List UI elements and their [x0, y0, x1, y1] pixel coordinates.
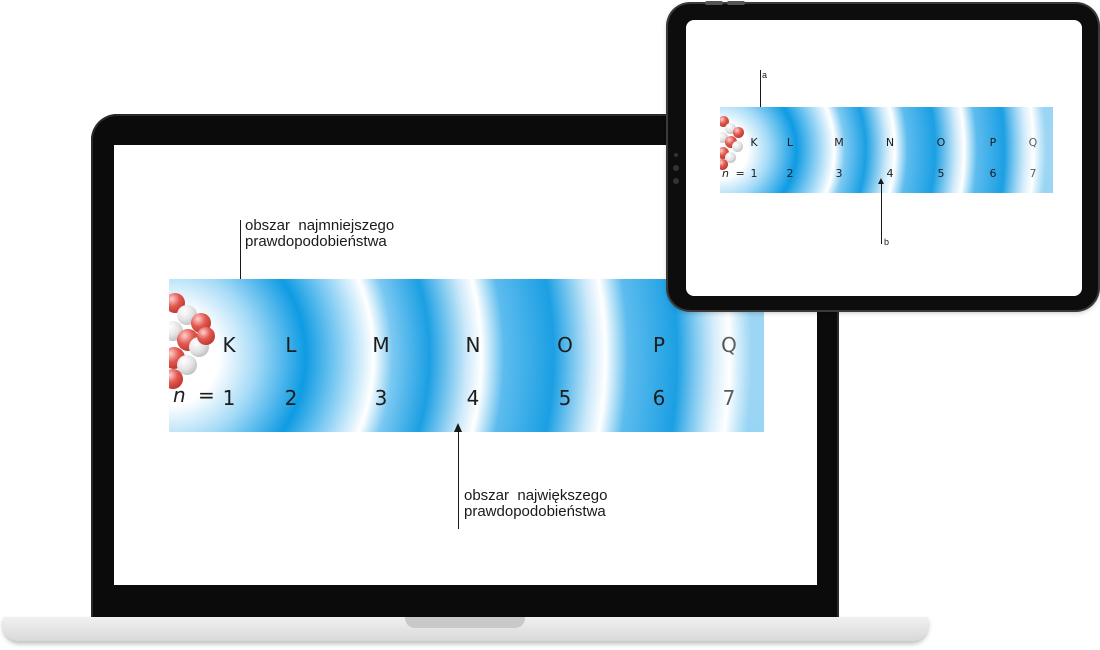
shell-number-6: 6: [652, 386, 666, 410]
neutron: [725, 123, 736, 134]
neutron: [177, 355, 197, 375]
neutron: [720, 132, 728, 143]
marker-a: a: [762, 70, 768, 80]
tablet-camera: [674, 153, 678, 157]
arrow-most-line: [458, 431, 459, 529]
tablet-button: [727, 1, 745, 5]
callout-least-line2: prawdopodobieństwa: [245, 232, 387, 250]
tablet-n-equals-label: n =: [722, 167, 745, 180]
proton: [720, 116, 729, 127]
shell-number-5: 5: [558, 386, 572, 410]
n-equals-label: n =: [173, 383, 215, 407]
shell-number-3: 3: [835, 167, 843, 180]
shell-letter-q: Q: [721, 333, 737, 357]
callout-least-probability: obszar najmniejszego prawdopodobieństwa: [245, 218, 394, 250]
proton: [191, 313, 211, 333]
arrow-most-head: [454, 423, 462, 432]
neutron: [732, 141, 743, 152]
shell-letter-n: N: [885, 136, 895, 149]
neutron: [177, 305, 197, 325]
proton: [197, 327, 215, 345]
proton: [169, 369, 183, 389]
proton: [169, 293, 185, 313]
marker-b-line: [881, 184, 882, 244]
laptop-diagram: obszar najmniejszego prawdopodobieństwa …: [114, 145, 817, 585]
shell-number-3: 3: [374, 386, 388, 410]
shell-letter-o: O: [936, 136, 946, 149]
proton: [720, 159, 728, 170]
callout-most-line1: obszar największego: [464, 487, 608, 504]
marker-b: b: [884, 237, 890, 247]
equals-sign: =: [735, 167, 745, 180]
proton: [177, 329, 199, 351]
shell-letter-q: Q: [1028, 136, 1038, 149]
shell-letter-k: K: [750, 136, 758, 149]
arrow-least-line: [240, 220, 241, 318]
nucleus: [169, 293, 219, 389]
tablet-button: [705, 1, 723, 5]
n-symbol: n: [173, 383, 186, 407]
proton: [720, 147, 729, 159]
shell-number-1: 1: [222, 386, 236, 410]
shell-number-7: 7: [722, 386, 736, 410]
callout-most-line2: prawdopodobieństwa: [464, 502, 606, 520]
neutron: [725, 152, 736, 163]
tablet-camera: [673, 178, 679, 184]
equals-sign: =: [198, 383, 215, 407]
marker-b-head: [878, 178, 884, 184]
nucleus: [720, 116, 749, 170]
shell-letter-l: L: [285, 333, 297, 357]
shell-letter-m: M: [834, 136, 844, 149]
shell-number-7: 7: [1029, 167, 1037, 180]
shell-number-6: 6: [989, 167, 997, 180]
shell-number-5: 5: [937, 167, 945, 180]
probability-band: K 1 L 2 M 3 N 4 O 5 P 6 Q 7 n =: [169, 279, 764, 432]
shell-letter-p: P: [652, 333, 666, 357]
shell-number-2: 2: [284, 386, 298, 410]
shell-letter-n: N: [465, 333, 481, 357]
neutron: [189, 337, 209, 357]
shell-letter-m: M: [372, 333, 390, 357]
tablet-camera: [673, 165, 679, 171]
n-symbol: n: [722, 167, 729, 180]
callout-least-line1: obszar najmniejszego: [245, 217, 395, 234]
shell-number-2: 2: [786, 167, 794, 180]
shell-number-1: 1: [750, 167, 758, 180]
shell-letter-p: P: [989, 136, 997, 149]
laptop-notch: [405, 617, 525, 628]
shell-number-4: 4: [466, 386, 480, 410]
proton: [725, 136, 737, 148]
proton: [733, 127, 744, 138]
callout-most-probability: obszar największego prawdopodobieństwa: [464, 488, 607, 520]
shell-letter-l: L: [786, 136, 794, 149]
shell-letter-k: K: [222, 333, 236, 357]
proton: [169, 347, 185, 369]
neutron: [169, 321, 183, 341]
marker-a-line: [760, 70, 761, 126]
shell-letter-o: O: [557, 333, 573, 357]
